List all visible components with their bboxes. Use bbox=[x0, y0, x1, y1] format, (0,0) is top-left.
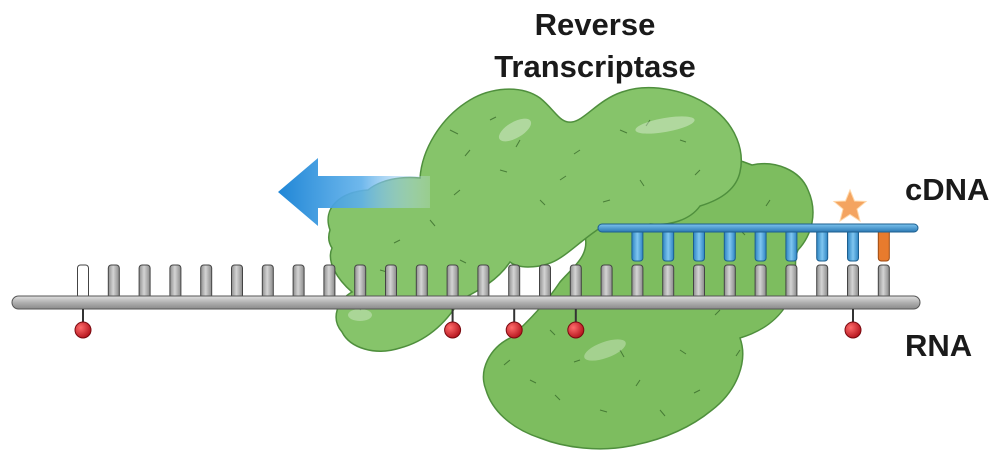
cdna-backbone bbox=[597, 223, 919, 233]
rna-nucleotide bbox=[446, 264, 459, 300]
enzyme-highlight-1 bbox=[498, 118, 532, 142]
rna-nucleotide bbox=[816, 264, 829, 300]
rna-nucleotide bbox=[169, 264, 182, 300]
enzyme-highlight-4 bbox=[348, 309, 372, 321]
red-dot-icon bbox=[567, 309, 585, 339]
rna-nucleotide bbox=[539, 264, 551, 300]
rna-strand bbox=[11, 264, 921, 339]
rna-nucleotide bbox=[107, 264, 120, 300]
rna-nucleotide bbox=[354, 264, 367, 300]
rna-bases bbox=[77, 264, 890, 300]
cdna-nucleotide bbox=[723, 227, 736, 262]
enzyme-highlight-2 bbox=[635, 116, 695, 134]
cdna-nucleotide bbox=[754, 227, 767, 262]
rna-nucleotide bbox=[292, 264, 305, 300]
rna-nucleotide bbox=[415, 264, 428, 300]
rna-nucleotide bbox=[569, 264, 582, 300]
cdna-nucleotide bbox=[847, 227, 859, 262]
rna-nucleotide bbox=[631, 264, 644, 300]
rna-nucleotide bbox=[600, 264, 613, 300]
cdna-nucleotide bbox=[693, 227, 705, 262]
cdna-nucleotide bbox=[785, 227, 798, 262]
rna-nucleotide bbox=[200, 264, 213, 300]
cdna-nucleotide bbox=[662, 227, 675, 262]
red-dot-icon bbox=[74, 309, 92, 339]
enzyme-front-lobe bbox=[327, 86, 742, 352]
cdna-strand bbox=[597, 188, 919, 262]
title-line-2: Transcriptase bbox=[494, 49, 696, 84]
rna-nucleotide bbox=[385, 264, 397, 300]
cdna-nucleotide bbox=[816, 227, 829, 262]
rna-modifications bbox=[74, 309, 862, 339]
diagram-title: Reverse Transcriptase bbox=[440, 4, 750, 88]
rna-nucleotide bbox=[77, 264, 89, 300]
rna-nucleotide bbox=[323, 264, 336, 300]
left-arrow-icon bbox=[278, 158, 430, 226]
cdna-label: cDNA bbox=[905, 172, 990, 207]
star-icon bbox=[832, 188, 868, 223]
rna-nucleotide bbox=[847, 264, 859, 300]
enzyme-highlight-3 bbox=[584, 339, 626, 361]
rna-nucleotide bbox=[261, 264, 274, 300]
cdna-nucleotide bbox=[631, 227, 644, 262]
rna-nucleotide bbox=[662, 264, 675, 300]
rna-nucleotide bbox=[723, 264, 736, 300]
rna-nucleotide bbox=[231, 264, 243, 300]
rna-backbone bbox=[11, 295, 921, 310]
red-dot-icon bbox=[444, 309, 462, 339]
rna-nucleotide bbox=[138, 264, 151, 300]
title-line-1: Reverse bbox=[534, 7, 656, 42]
red-dot-icon bbox=[844, 309, 862, 339]
red-dot-icon bbox=[505, 309, 523, 339]
rna-nucleotide bbox=[877, 264, 890, 300]
rna-nucleotide bbox=[693, 264, 705, 300]
rna-nucleotide bbox=[477, 264, 490, 300]
rna-label: RNA bbox=[905, 328, 973, 363]
rna-nucleotide bbox=[754, 264, 767, 300]
rna-nucleotide bbox=[785, 264, 798, 300]
cdna-nucleotide-highlighted bbox=[877, 227, 890, 262]
cdna-bases bbox=[631, 227, 890, 262]
rna-nucleotide bbox=[508, 264, 521, 300]
